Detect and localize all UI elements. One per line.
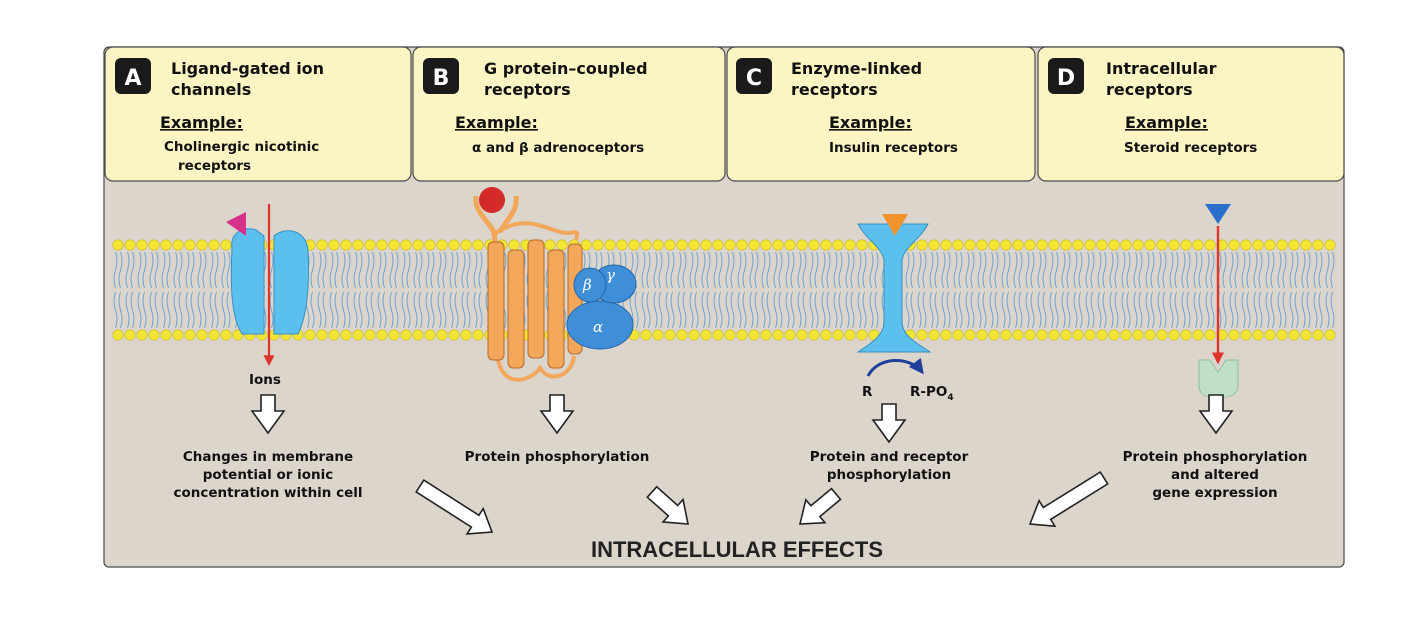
- enzyme-linked-receptor: R R-PO4: [856, 214, 954, 403]
- panel-c-example-line1: Insulin receptors: [829, 140, 958, 156]
- intracellular-receptor: [1198, 204, 1239, 399]
- effect-d-line1: Protein phosphorylation: [1123, 449, 1308, 465]
- panel-a-example-line2: receptors: [178, 158, 251, 174]
- effect-d-line2: and altered: [1171, 467, 1259, 483]
- ligand-blue-triangle: [1205, 204, 1231, 224]
- badge-b: [423, 58, 459, 94]
- marker-r-po4: R-PO4: [910, 384, 954, 403]
- panel-d-title-line2: receptors: [1106, 80, 1193, 99]
- intracellular-effects-label: INTRACELLULAR EFFECTS: [591, 537, 883, 562]
- panel-c-effect: Protein and receptor phosphorylation: [810, 449, 969, 483]
- g-protein-gamma: γ: [606, 266, 615, 284]
- panel-a-title-line2: channels: [171, 80, 251, 99]
- panel-a-title-line1: Ligand-gated ion: [171, 59, 324, 78]
- phosphorylation-arrow: [866, 357, 924, 377]
- panel-d-header: D Intracellular receptors Example: Stero…: [1037, 46, 1345, 182]
- panel-d-example-line1: Steroid receptors: [1124, 140, 1257, 156]
- effect-b-line1: Protein phosphorylation: [465, 449, 650, 465]
- badge-c-letter: C: [746, 66, 762, 91]
- down-arrow-b: [539, 394, 575, 435]
- effect-a-line1: Changes in membrane: [183, 449, 353, 465]
- badge-a-letter: A: [124, 66, 141, 91]
- badge-a: [115, 58, 151, 94]
- panel-c-example-label: Example:: [829, 113, 912, 132]
- transmembrane-helices: [487, 239, 583, 369]
- panel-b-header: B G protein–coupled receptors Example: α…: [412, 46, 726, 182]
- panel-d-title-line1: Intracellular: [1106, 59, 1217, 78]
- effect-c-line1: Protein and receptor: [810, 449, 969, 465]
- effect-a-line2: potential or ionic: [203, 467, 333, 483]
- badge-d: [1048, 58, 1084, 94]
- effect-d-line3: gene expression: [1152, 485, 1277, 501]
- panel-a-header: A Ligand-gated ion channels Example: Cho…: [104, 46, 412, 182]
- ions-label: Ions: [249, 372, 281, 388]
- g-protein-alpha: α: [593, 318, 603, 336]
- g-protein-beta: β: [582, 276, 592, 294]
- panel-a-effect: Changes in membrane potential or ionic c…: [173, 449, 362, 501]
- panel-c-header: C Enzyme-linked receptors Example: Insul…: [726, 46, 1036, 182]
- badge-b-letter: B: [433, 66, 450, 91]
- down-arrow-d: [1198, 394, 1234, 435]
- down-arrow-a: [250, 394, 286, 435]
- gpcr-receptor: β γ α: [473, 187, 637, 382]
- diag-arrow-d: [1028, 471, 1109, 528]
- ion-channel-receptor: Ions: [226, 204, 309, 388]
- diag-arrow-a: [415, 478, 494, 535]
- panel-a-example-label: Example:: [160, 113, 243, 132]
- panel-c-title-line2: receptors: [791, 80, 878, 99]
- down-arrow-c: [871, 403, 907, 444]
- ligand-magenta-triangle: [226, 212, 246, 236]
- lipid-heads: [112, 239, 1336, 341]
- panel-b-title-line1: G protein–coupled: [484, 59, 648, 78]
- panel-d-example-label: Example:: [1125, 113, 1208, 132]
- badge-c: [736, 58, 772, 94]
- diag-arrow-c: [798, 487, 842, 525]
- g-protein-trimer: β γ α: [566, 264, 637, 350]
- marker-r: R: [862, 384, 873, 400]
- diag-arrow-b: [646, 485, 689, 525]
- ligand-red-circle: [479, 187, 505, 213]
- panel-c-title-line1: Enzyme-linked: [791, 59, 922, 78]
- panel-b-example-label: Example:: [455, 113, 538, 132]
- panel-b-title-line2: receptors: [484, 80, 571, 99]
- panel-d-effect: Protein phosphorylation and altered gene…: [1123, 449, 1308, 501]
- effect-a-line3: concentration within cell: [173, 485, 362, 501]
- panel-a-example-line1: Cholinergic nicotinic: [164, 139, 319, 155]
- panel-b-effect: Protein phosphorylation: [465, 449, 650, 465]
- ligand-orange-triangle: [882, 214, 908, 236]
- badge-d-letter: D: [1057, 66, 1075, 91]
- converging-arrows: [415, 471, 1109, 535]
- panel-b-example-line1: α and β adrenoceptors: [472, 140, 644, 156]
- effect-c-line2: phosphorylation: [827, 467, 951, 483]
- down-arrows: [250, 394, 1234, 444]
